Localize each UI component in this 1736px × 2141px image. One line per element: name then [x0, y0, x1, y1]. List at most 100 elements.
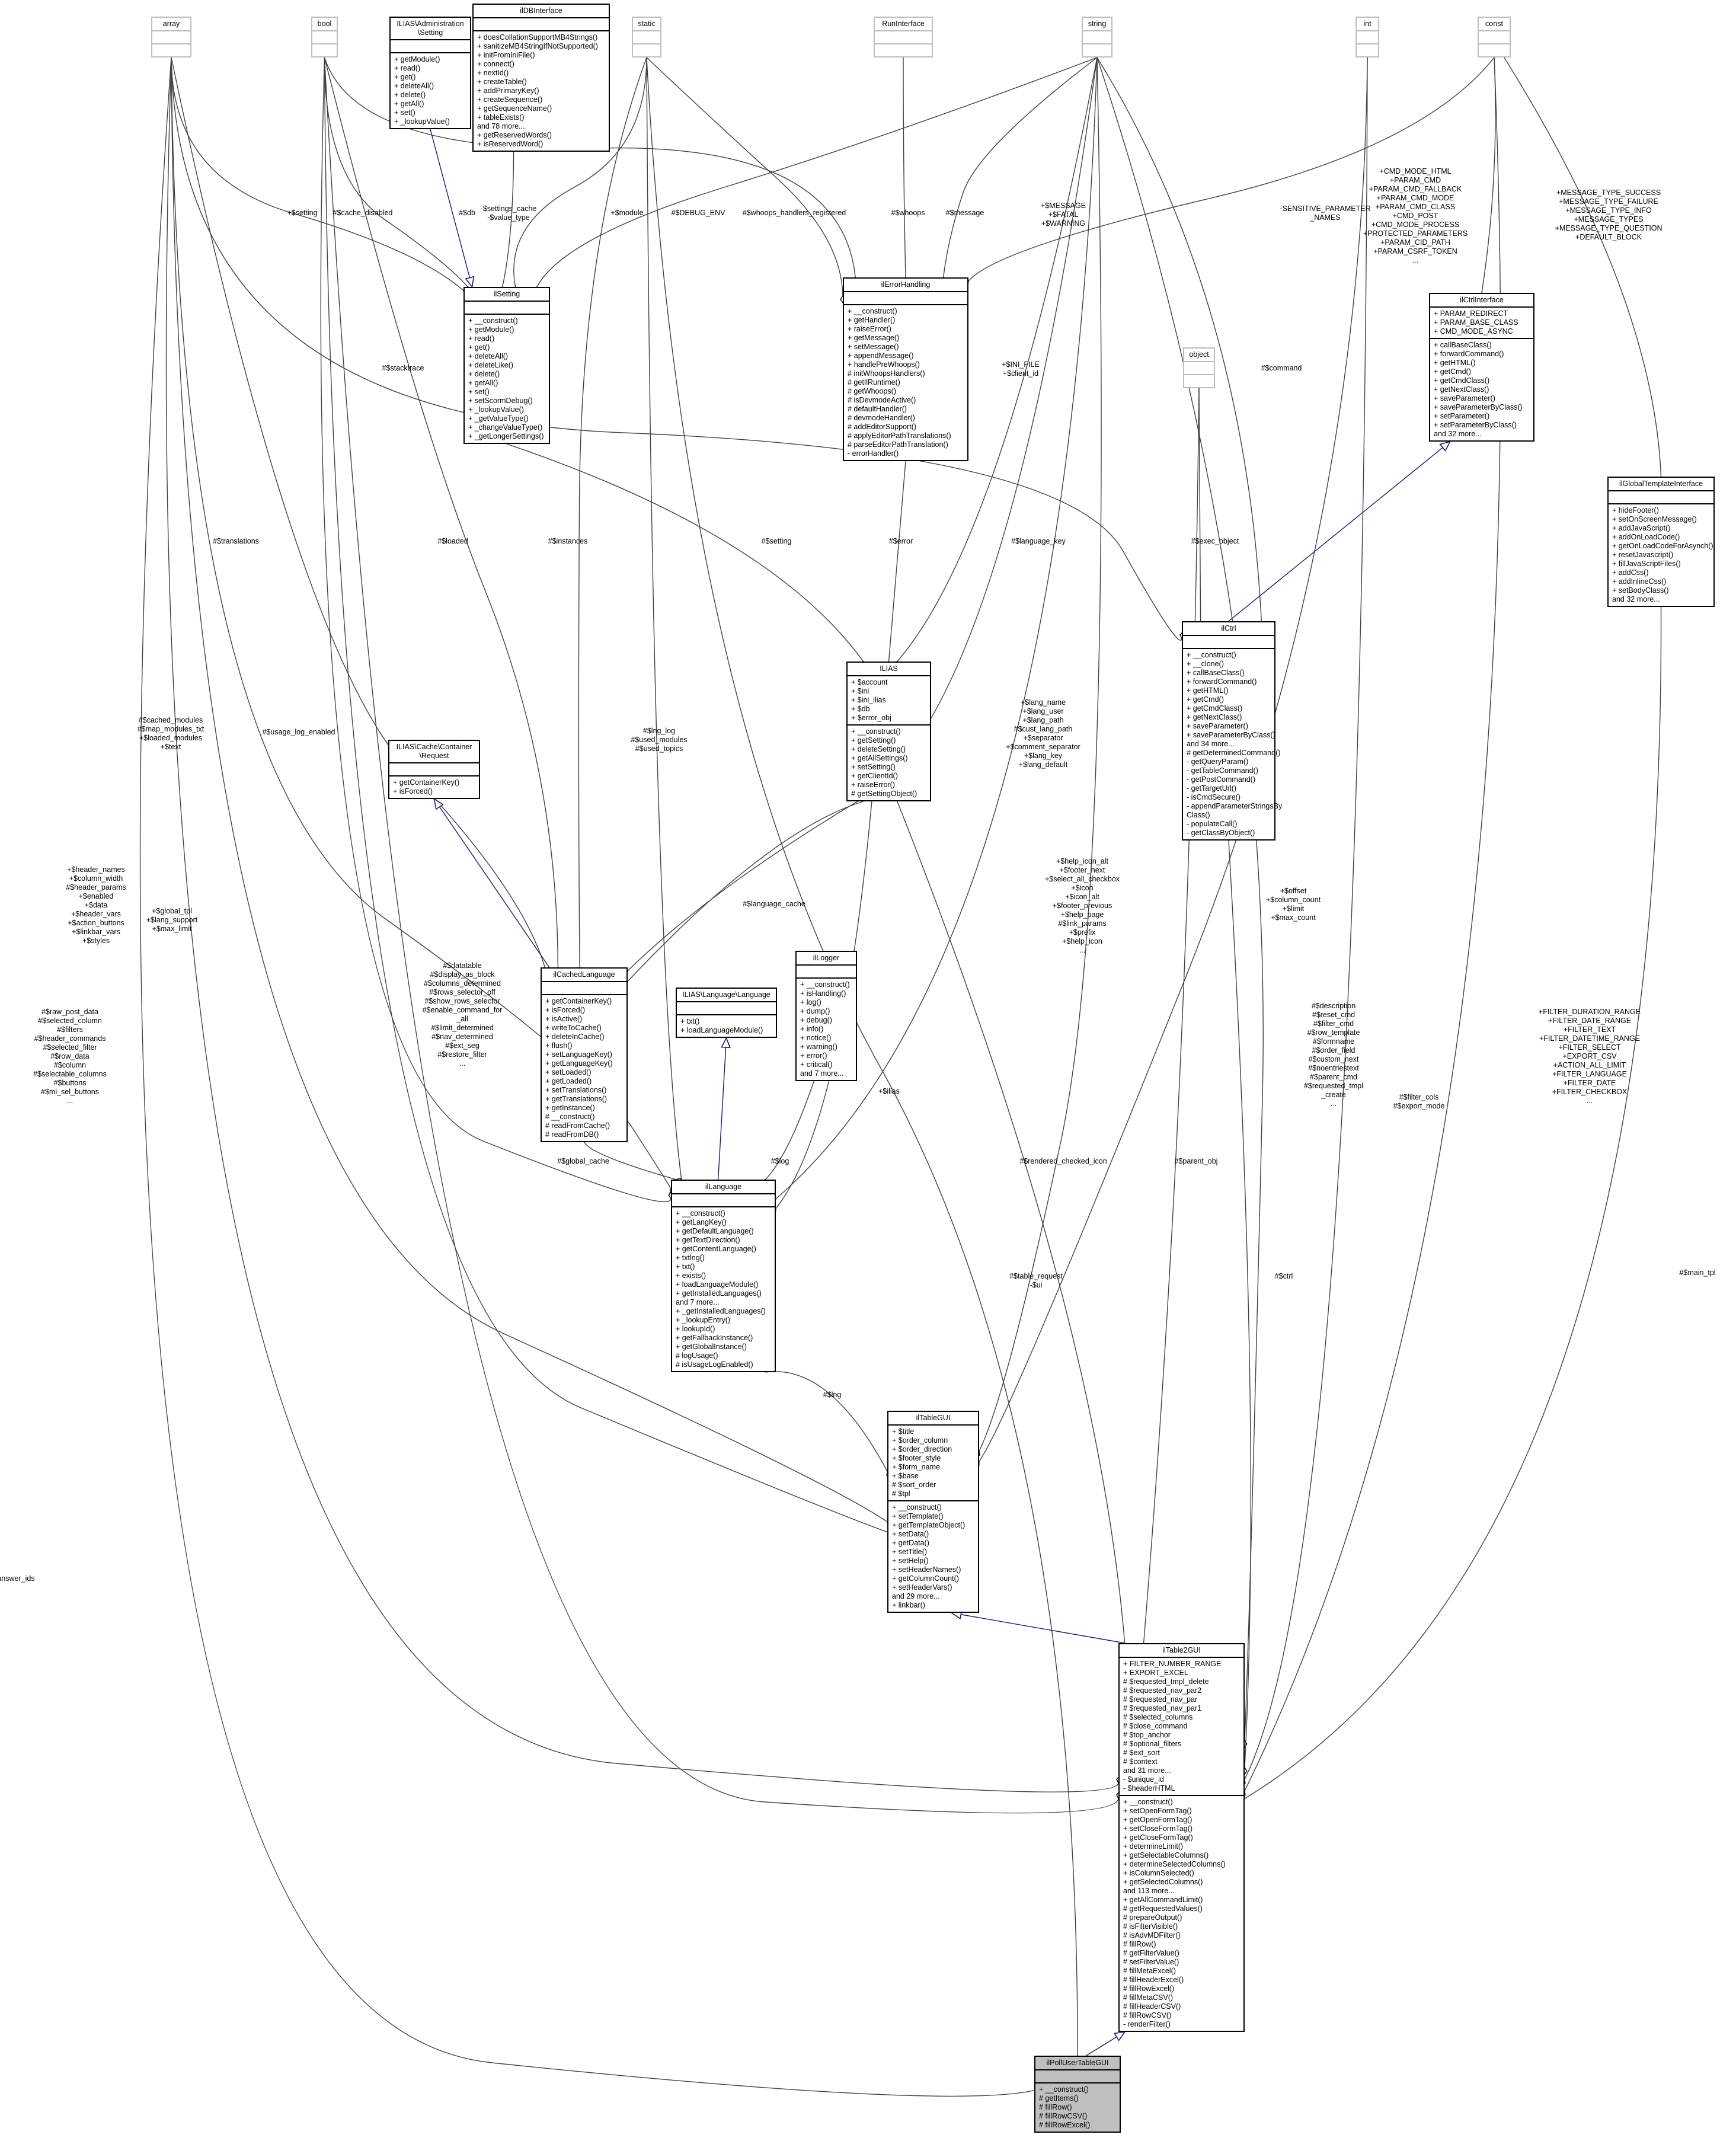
method-row: # prepareOutput() [1123, 1913, 1182, 1922]
method-row: + __clone() [1187, 660, 1224, 668]
attribute-compartment [391, 39, 470, 52]
method-row: # fillRowCSV() [1123, 2011, 1172, 2019]
attribute-row: # $top_anchor [1123, 1731, 1171, 1739]
edge-illanguage-tablegui [765, 1371, 887, 1471]
method-row: + getCmdClass() [1187, 704, 1243, 712]
method-row: + saveParameter() [1434, 394, 1495, 402]
edge-label-parent-obj: #$parent_obj [1174, 1157, 1218, 1165]
method-row: + handlePreWhoops() [848, 360, 920, 369]
method-row: + getCmd() [1187, 695, 1224, 704]
edge-label-setting: +$setting [287, 209, 318, 217]
method-row: + getAll() [468, 379, 498, 387]
method-row: + forwardCommand() [1434, 350, 1504, 358]
method-row: + setBodyClass() [1612, 586, 1669, 595]
edge-label-offset: +$offset +$column_count +$limit +$max_co… [1265, 887, 1321, 922]
edge-static-errorhandling [646, 57, 843, 296]
edge-label-translations: #$translations [213, 537, 259, 545]
method-row: + isReservedWord() [477, 140, 544, 148]
method-compartment: + txt()+ loadLanguageModule() [677, 1014, 776, 1037]
attribute-row: # $requested_nav_par1 [1123, 1704, 1202, 1712]
attribute-compartment [1479, 30, 1510, 43]
edge-string-illanguage [776, 57, 1098, 1199]
method-row: + saveParameterByClass() [1434, 403, 1523, 411]
method-row: + hideFooter() [1612, 506, 1659, 515]
class-title: ilLanguage [705, 1183, 742, 1191]
method-row: - getTargetUrl() [1187, 784, 1237, 793]
edge-label-filter-cols: #$filter_cols #$export_mode [1393, 1093, 1445, 1110]
edge-cachedlang-illanguage [583, 1142, 676, 1180]
edge-label-whoops: #$whoops [891, 209, 925, 217]
attribute-row: + PARAM_REDIRECT [1434, 309, 1508, 318]
method-compartment: + __construct()+ getSetting()+ deleteSet… [848, 724, 930, 800]
edge-int-table2gui [1245, 57, 1368, 1779]
method-row: # applyEditorPathTranslations() [848, 432, 951, 440]
method-row: + txt() [676, 1263, 695, 1271]
attribute-row: + EXPORT_EXCEL [1123, 1669, 1188, 1677]
class-title: ilDBInterface [520, 7, 562, 15]
method-row: + setOpenFormTag() [1123, 1807, 1192, 1815]
method-row: - getTableCommand() [1187, 766, 1258, 775]
method-row: # getIlRuntime() [848, 378, 900, 386]
method-compartment: + doesCollationSupportMB4Strings()+ sani… [474, 30, 609, 151]
method-row: + determineLimit() [1123, 1842, 1184, 1851]
method-row: + createTable() [477, 78, 527, 86]
edge-label-rendered-checked-icon: #$rendered_checked_icon [1019, 1157, 1107, 1165]
class-node-ilctrl: ilCtrl+ __construct()+ __clone()+ callBa… [1182, 621, 1282, 841]
attribute-row: + $base [892, 1472, 919, 1480]
attribute-row: # $close_command [1123, 1722, 1188, 1730]
class-node-bool: bool [311, 17, 338, 57]
attribute-compartment [797, 964, 856, 977]
attribute-compartment [1083, 30, 1111, 43]
method-compartment: + __construct()+ getModule()+ read()+ ge… [465, 314, 549, 443]
edge-string-ilias [897, 57, 1098, 662]
method-row: + _lookupValue() [394, 117, 450, 126]
edge-label-module: +$module [610, 209, 644, 217]
class-title: string [1088, 20, 1107, 28]
attribute-compartment [389, 762, 479, 775]
method-row: # getWhoops() [848, 387, 896, 395]
method-row: + addInlineCss() [1612, 577, 1667, 586]
attribute-row: + $error_obj [851, 714, 891, 722]
method-row: + error() [800, 1052, 827, 1060]
method-row: + addOnLoadCode() [1612, 533, 1680, 541]
method-row: + notice() [800, 1034, 832, 1042]
class-node-ilias: ILIAS+ $account+ $ini+ $ini_ilias+ $db+ … [846, 662, 931, 801]
edge-array-tablegui [171, 57, 887, 1522]
edge-ilctrl-table2gui [1228, 840, 1252, 1768]
edge-label-description: #$description #$reset_cmd #$filter_cmd #… [1303, 1002, 1364, 1108]
method-row: # isAdvMDFilter() [1123, 1931, 1181, 1939]
edge-label-cache-disabled: #$cache_disabled [333, 209, 393, 217]
method-compartment: + __construct()+ setOpenFormTag()+ getOp… [1120, 1795, 1243, 2031]
attribute-compartment [1357, 30, 1378, 43]
method-row: + doesCollationSupportMB4Strings() [477, 33, 598, 41]
method-row: + writeToCache() [545, 1024, 602, 1032]
method-compartment [312, 43, 337, 56]
method-row: # readFromCache() [545, 1121, 610, 1130]
class-title: int [1363, 20, 1371, 28]
method-row: + getAllCommandLimit() [1123, 1896, 1203, 1904]
edge-bool-ilsetting [324, 57, 468, 287]
method-row: - getQueryParam() [1187, 758, 1249, 766]
method-row: + warning() [800, 1043, 837, 1051]
method-row: + isForced() [393, 787, 433, 795]
edge-label-table-request: #$table_request -$ui [1009, 1272, 1063, 1289]
method-row: + _getValueType() [468, 414, 529, 423]
method-compartment: + getModule()+ read()+ get()+ deleteAll(… [391, 52, 470, 128]
method-row: + getOnLoadCodeForAsynch() [1612, 542, 1713, 550]
edge-bool-illanguage [320, 57, 671, 1203]
edge-inherit-cacherequest [434, 799, 550, 968]
method-row: + _getInstalledLanguages() [676, 1307, 766, 1315]
method-row: + setParameter() [1434, 412, 1490, 420]
method-row: + delete() [394, 91, 426, 99]
method-row: - renderFilter() [1123, 2020, 1171, 2028]
edge-label-command: #$command [1261, 364, 1302, 372]
edge-const-ilctrlinterface [1482, 57, 1496, 293]
method-row: + tableExists() [477, 113, 525, 122]
method-row: + setLanguageKey() [545, 1050, 612, 1059]
attribute-row: - $headerHTML [1123, 1784, 1175, 1792]
class-title: ILIAS [880, 664, 898, 673]
method-row: # getSettingObject() [851, 790, 917, 798]
method-row: + getAllSettings() [851, 754, 908, 762]
class-title: ilLogger [813, 954, 840, 962]
method-compartment [1357, 43, 1378, 56]
